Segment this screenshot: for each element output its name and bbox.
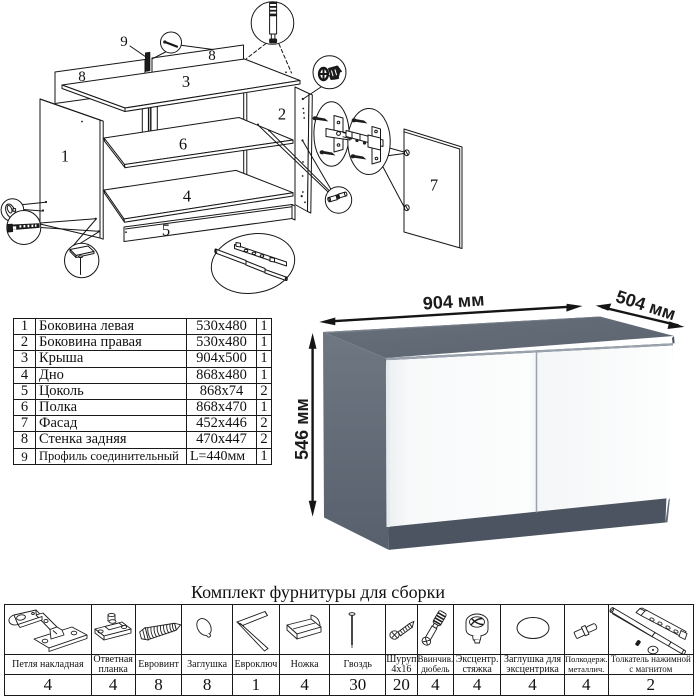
svg-text:4: 4 [183,187,191,206]
svg-text:8: 8 [78,69,86,85]
svg-text:3: 3 [182,72,190,91]
svg-text:7: 7 [430,176,438,195]
svg-text:6: 6 [179,135,187,154]
svg-text:904 мм: 904 мм [422,289,485,313]
svg-text:8: 8 [208,48,216,64]
svg-text:9: 9 [120,34,128,50]
svg-text:5: 5 [162,221,170,240]
svg-text:1: 1 [61,147,69,166]
svg-text:2: 2 [278,105,286,124]
svg-text:546 мм: 546 мм [292,398,312,460]
